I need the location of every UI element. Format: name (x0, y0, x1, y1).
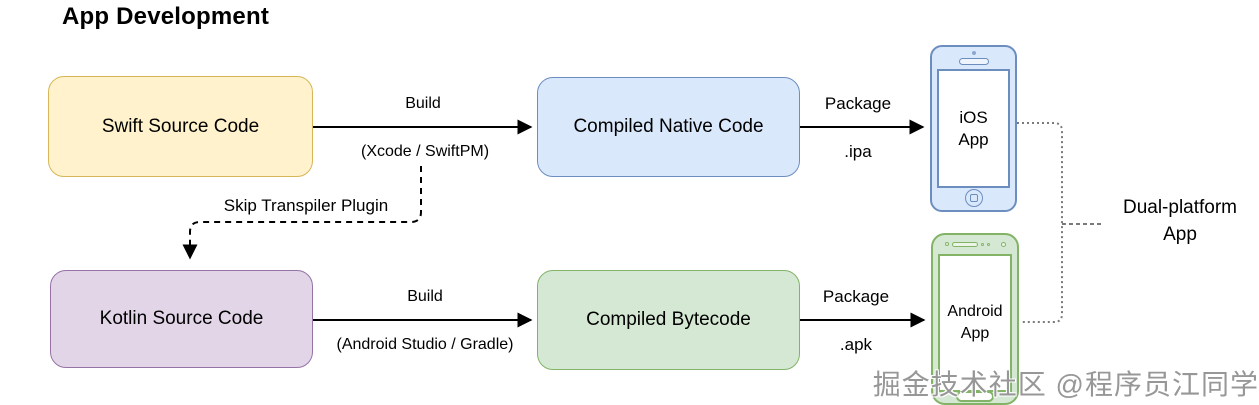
node-swift-label: Swift Source Code (101, 115, 260, 137)
node-bytecode-label: Compiled Bytecode (586, 309, 751, 330)
android-phone-screen: Android App (938, 254, 1012, 392)
android-sensor-dot-icon (944, 242, 949, 246)
watermark-text: 掘金技术社区 @程序员江同学 (872, 369, 1259, 400)
ios-home-button-icon (964, 189, 983, 207)
edge-label-kotlin-build-tools: (Android Studio / Gradle) (336, 336, 514, 353)
ios-app-label: iOS App (958, 107, 989, 149)
dual-platform-app-label: Dual-platform App (1122, 197, 1238, 245)
page-title: App Development (62, 3, 270, 30)
edge-label-swift-build: Build (405, 95, 441, 112)
ios-phone-screen: iOS App (937, 69, 1010, 188)
node-compiled-bytecode: Compiled Bytecode (537, 270, 800, 370)
node-kotlin-label: Kotlin Source Code (99, 308, 264, 329)
edge-label-swift-build-tools: (Xcode / SwiftPM) (360, 143, 490, 160)
android-sensor-dot-icon (986, 242, 990, 246)
android-phone: Android App (931, 233, 1019, 405)
android-top-sensors (933, 240, 1017, 248)
edge-label-native-package: Package (824, 94, 892, 113)
android-home-button-icon (956, 391, 994, 402)
ios-speaker-icon (958, 58, 989, 65)
android-sensor-dot-icon (980, 242, 984, 246)
edge-label-kotlin-build: Build (407, 288, 443, 305)
ios-phone: iOS App (930, 45, 1017, 212)
ios-camera-dot-icon (971, 51, 976, 55)
edge-label-bytecode-package: Package (822, 287, 890, 306)
dotted-brace (1017, 122, 1063, 323)
node-native-label: Compiled Native Code (573, 116, 764, 137)
node-swift-source-code: Swift Source Code (48, 76, 313, 177)
node-compiled-native-code: Compiled Native Code (537, 77, 800, 177)
edge-label-skip-transpiler-plugin: Skip Transpiler Plugin (223, 196, 389, 215)
ios-home-square-icon (969, 194, 978, 202)
android-camera-dot-icon (1000, 241, 1006, 247)
android-app-label: Android App (947, 303, 1003, 342)
edge-label-native-package-ext: .ipa (844, 142, 872, 161)
android-speaker-icon (951, 241, 978, 247)
edge-label-bytecode-package-ext: .apk (839, 335, 873, 354)
node-kotlin-source-code: Kotlin Source Code (50, 270, 313, 368)
